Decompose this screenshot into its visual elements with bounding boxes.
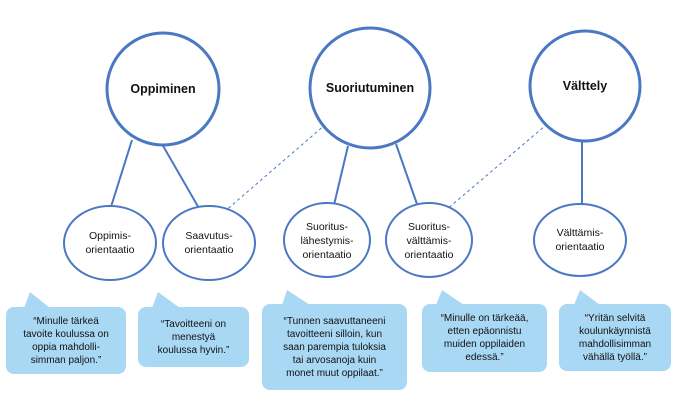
- valttamis-ellipse: [385, 202, 473, 278]
- quote-saavutus: “Tavoitteeni on menestyä koulussa hyvin.…: [157, 318, 230, 356]
- connector-valttely-valttamis-dashed: [445, 119, 553, 211]
- valttely-circle: [528, 29, 642, 143]
- connector-suoriutuminen-saavutus-dashed: [223, 123, 327, 213]
- valttely-label: Välttely: [562, 79, 608, 93]
- quote-lahestymis: “Tunnen saavuttaneeni tavoitteeni silloi…: [283, 315, 386, 379]
- lahestymis-label: Suoritus- lähestymis- orientaatio: [300, 221, 354, 261]
- oppimis-label: Oppimis- orientaatio: [85, 230, 135, 256]
- quote-valttamisorientaatio: “Yritän selvitä koulunkäynnistä mahdolli…: [578, 312, 652, 363]
- connector-oppiminen-oppimis: [109, 139, 133, 211]
- callout-q1-shape: [6, 292, 126, 374]
- oppiminen-label: Oppiminen: [130, 82, 196, 96]
- quote-valttamis: “Minulle on tärkeää, etten epäonnistu mu…: [440, 313, 529, 363]
- connector-oppiminen-saavutus: [161, 143, 201, 211]
- connector-suoriutuminen-valttamis: [395, 143, 419, 208]
- lahestymis-ellipse: [283, 202, 371, 278]
- suoriutuminen-label: Suoriutuminen: [325, 81, 415, 95]
- callout-q5-shape: [559, 290, 671, 371]
- oppimis-ellipse: [63, 205, 157, 281]
- valttamis-label: Suoritus- välttämis- orientaatio: [404, 221, 454, 261]
- callout-q3-shape: [262, 290, 407, 390]
- quote-oppimis: “Minulle tärkeä tavoite koulussa on oppi…: [23, 315, 109, 366]
- suoriutuminen-circle: [308, 26, 432, 150]
- valttamisorientaatio-label: Välttämis- orientaatio: [555, 227, 605, 253]
- saavutus-ellipse: [162, 205, 256, 281]
- connector-suoriutuminen-lahestymis: [333, 145, 349, 206]
- oppiminen-circle: [105, 31, 221, 147]
- callout-q2-shape: [138, 292, 249, 367]
- valttamisorientaatio-ellipse: [533, 203, 627, 277]
- saavutus-label: Saavutus- orientaatio: [184, 230, 234, 256]
- callout-q4-shape: [422, 290, 547, 372]
